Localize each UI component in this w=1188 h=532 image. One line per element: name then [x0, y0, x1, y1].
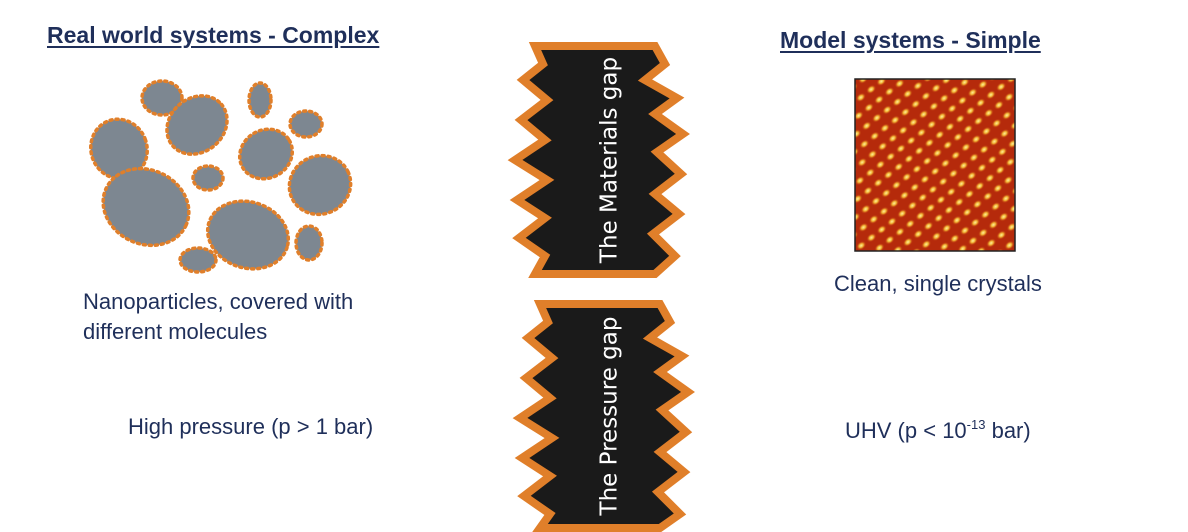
uhv-suffix: bar): [985, 418, 1031, 443]
real-world-heading: Real world systems - Complex: [47, 22, 380, 48]
particle: [287, 153, 353, 217]
model-systems-heading: Model systems - Simple: [780, 27, 1041, 53]
nanoparticles-caption: Nanoparticles, covered with different mo…: [83, 287, 353, 347]
particle: [191, 164, 225, 192]
particle: [294, 224, 324, 262]
pressure-gap-label: The Pressure gap: [597, 317, 623, 517]
particle: [140, 79, 184, 117]
nanoparticles-illustration: [89, 79, 353, 274]
materials-gap-label: The Materials gap: [597, 57, 623, 264]
particle: [288, 109, 324, 139]
high-pressure-label: High pressure (p > 1 bar): [128, 414, 374, 439]
caption-line-1: Nanoparticles, covered with: [83, 289, 354, 314]
uhv-exponent: -13: [966, 417, 986, 432]
particle: [165, 94, 229, 156]
materials-gap-shape: [507, 42, 690, 278]
single-crystals-caption: Clean, single crystals: [834, 271, 1042, 296]
single-crystal-image: [854, 78, 1016, 252]
particle: [237, 127, 295, 181]
pressure-gap-shape: [512, 300, 695, 532]
uhv-prefix: UHV (p < 10: [845, 418, 967, 443]
materials-gap-banner: The Materials gap: [507, 42, 690, 278]
uhv-label: UHV (p < 10-13 bar): [845, 410, 1031, 446]
particle: [205, 199, 291, 271]
particle: [101, 166, 191, 248]
pressure-gap-banner: The Pressure gap: [512, 300, 695, 532]
caption-line-2: different molecules: [83, 319, 268, 344]
particle: [247, 81, 273, 119]
particle: [178, 246, 218, 274]
